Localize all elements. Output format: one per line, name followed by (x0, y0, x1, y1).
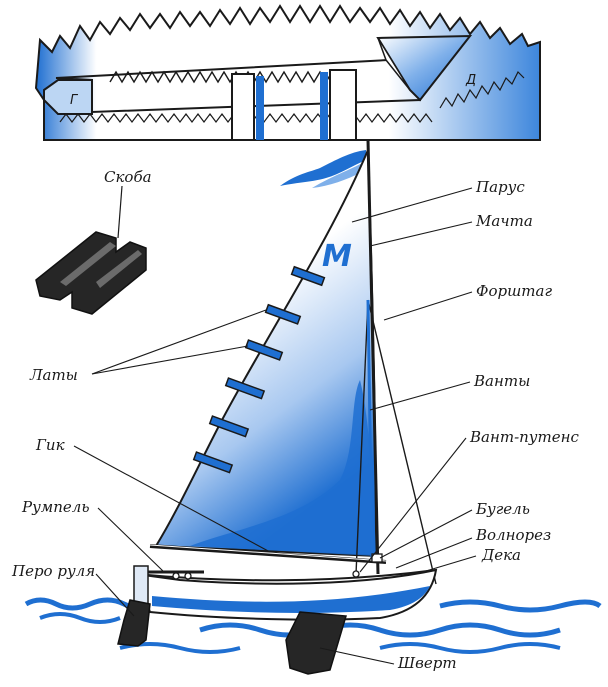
label-deka: Дека (481, 546, 521, 564)
rudder-head (133, 565, 149, 607)
label-parus: Парус (475, 178, 525, 196)
label-vanty: Ванты (473, 372, 530, 390)
forestay (367, 299, 437, 585)
label-laty: Латы (29, 366, 78, 384)
label-skoba: Скоба (104, 168, 152, 186)
bracket-highlight (60, 242, 142, 288)
hull-letter-d: Д (465, 73, 476, 88)
leader-shvert (319, 647, 395, 665)
labels: Скоба Парус Мачта Форштаг Латы Ванты Гик… (11, 168, 579, 672)
leader-lines (73, 187, 477, 665)
pennant (280, 150, 366, 186)
label-vant-putens: Вант-путенс (469, 428, 579, 446)
label-machta: Мачта (475, 212, 533, 230)
shroud-1 (355, 299, 369, 575)
batten-2 (264, 303, 302, 325)
hull-bow-rail (439, 70, 525, 109)
leader-parus (351, 187, 473, 223)
rudder-blade (117, 599, 151, 647)
label-gik: Гик (35, 436, 65, 454)
leader-rumpel (97, 507, 165, 573)
batten-1 (290, 265, 326, 287)
batten-4 (224, 377, 266, 400)
sailboat: М (117, 139, 438, 675)
bulkhead-mid (329, 69, 357, 141)
mast (366, 139, 380, 575)
chainplate-fitting (352, 570, 360, 578)
wave-2 (39, 612, 121, 624)
leader-laty-1 (91, 309, 267, 375)
wave-4 (439, 599, 602, 613)
leader-machta (369, 221, 473, 247)
label-volnorez: Волнорез (475, 526, 551, 544)
leader-vant-putens (359, 437, 467, 573)
bracket-illustration (35, 185, 147, 315)
bulkhead-left (231, 73, 255, 141)
leader-forshtag (383, 291, 473, 321)
label-rumpel: Румпель (21, 498, 90, 516)
bracket-leader (117, 185, 123, 239)
sail-shade (190, 380, 376, 556)
deck-line (135, 569, 437, 582)
bulkhead-blue-2 (320, 72, 328, 140)
wave-6 (379, 642, 561, 654)
sail-letter-m: М (322, 239, 352, 274)
hull-top-view: Г Д (34, 4, 541, 141)
boom-inner (149, 544, 387, 562)
leader-pero-rulya (95, 573, 135, 617)
tiller-fitting-1 (172, 572, 180, 580)
batten-6 (192, 451, 234, 474)
gooseneck (371, 553, 383, 563)
boom (149, 544, 387, 564)
leader-laty-2 (91, 345, 249, 375)
leader-deka (415, 555, 477, 575)
centerboard (285, 611, 347, 675)
wave-3 (199, 622, 561, 638)
hull-stripe (152, 586, 430, 613)
pennant-2 (312, 162, 364, 188)
batten-3 (244, 339, 284, 361)
label-pero-rulya: Перо руля (11, 562, 95, 580)
hull-bow-face (377, 37, 411, 91)
leader-bugel (379, 509, 473, 559)
hull-stern (43, 79, 93, 115)
leader-gik (73, 445, 271, 553)
tiller-fitting-2 (184, 572, 192, 580)
leader-volnorez (395, 537, 473, 569)
leader-vanty (369, 381, 471, 411)
label-forshtag: Форштаг (476, 282, 552, 300)
hull-top-rail (109, 70, 351, 84)
shroud-blue (366, 299, 374, 561)
batten-5 (208, 415, 250, 438)
hull-letter-g: Г (70, 93, 79, 108)
bracket-shape (35, 231, 147, 315)
bulkhead-blue (256, 76, 264, 140)
label-shvert: Шверт (397, 654, 457, 672)
label-bugel: Бугель (475, 500, 530, 518)
hull-top-outline (34, 4, 541, 141)
